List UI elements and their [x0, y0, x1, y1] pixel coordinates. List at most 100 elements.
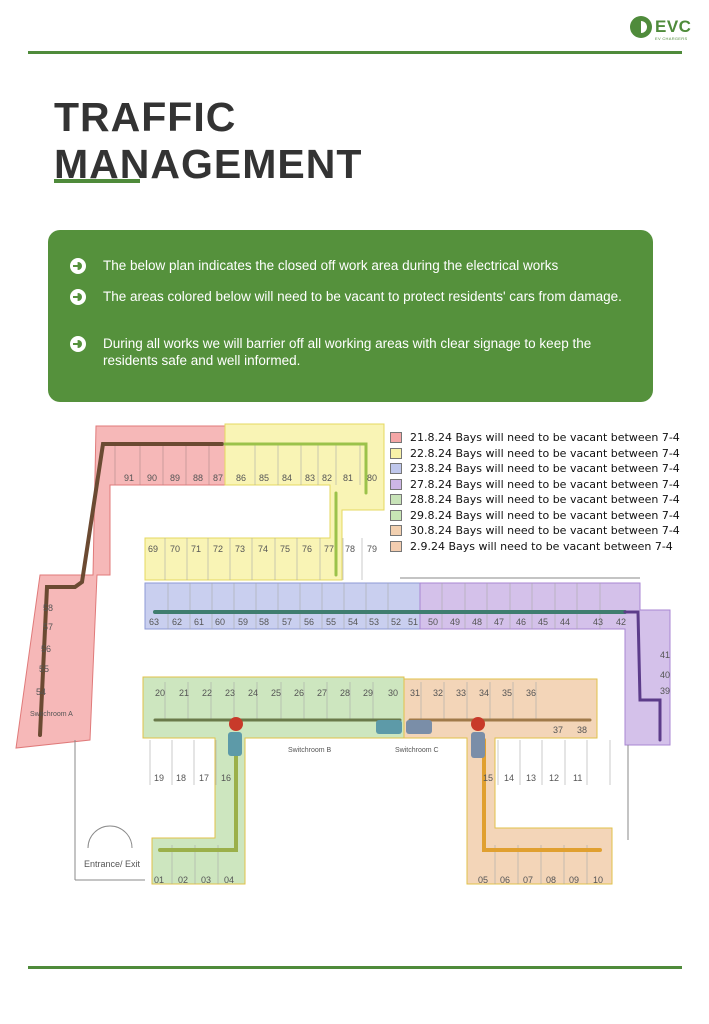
bay-label: 42 [616, 617, 626, 627]
bay-label: 83 [305, 473, 315, 483]
bay-label: 29 [363, 688, 373, 698]
bay-label: 26 [294, 688, 304, 698]
bay-label: 55 [39, 664, 49, 674]
meter-cabinet-icon [471, 732, 485, 758]
bay-label: 57 [43, 622, 53, 632]
evc-bullet-icon [70, 258, 86, 274]
zone-yellow [144, 423, 385, 581]
meter-cabinet-icon [406, 720, 432, 734]
bay-label: 04 [224, 875, 234, 885]
bay-label: 53 [369, 617, 379, 627]
bay-label: 36 [526, 688, 536, 698]
bay-label: 52 [391, 617, 401, 627]
bay-label: 73 [235, 544, 245, 554]
legend-item: 27.8.24 Bays will need to be vacant betw… [390, 477, 680, 493]
bay-label: 70 [170, 544, 180, 554]
bay-label: 09 [569, 875, 579, 885]
info-bullet: During all works we will barrier off all… [70, 335, 643, 369]
bay-label: 47 [494, 617, 504, 627]
plan-legend: 21.8.24 Bays will need to be vacant betw… [390, 430, 680, 554]
bay-label: 08 [546, 875, 556, 885]
meter-cabinet-icon [228, 732, 242, 756]
page-title: TRAFFIC MANAGEMENT [54, 94, 362, 188]
evc-logo: EVC EV CHARGERS [630, 14, 692, 46]
bay-label: 10 [593, 875, 603, 885]
evc-bullet-icon [70, 336, 86, 352]
bay-label: 76 [302, 544, 312, 554]
header-rule [28, 51, 682, 54]
bay-label: 35 [502, 688, 512, 698]
bay-label: 87 [213, 473, 223, 483]
bay-label: 48 [472, 617, 482, 627]
bay-label: 58 [259, 617, 269, 627]
info-bullet: The below plan indicates the closed off … [70, 257, 643, 274]
legend-swatch [390, 494, 402, 506]
bay-label: 23 [225, 688, 235, 698]
evc-bullet-icon [70, 289, 86, 305]
bay-label: 12 [549, 773, 559, 783]
meter-cabinet-icon [376, 720, 402, 734]
bay-label: 18 [176, 773, 186, 783]
bay-label: 82 [322, 473, 332, 483]
bay-label: 56 [304, 617, 314, 627]
bay-label: 01 [154, 875, 164, 885]
bay-label: 75 [280, 544, 290, 554]
legend-item: 30.8.24 Bays will need to be vacant betw… [390, 523, 680, 539]
switchroom-label: Switchroom C [395, 747, 439, 754]
bay-label: 55 [326, 617, 336, 627]
bay-label: 32 [433, 688, 443, 698]
footer-rule [28, 966, 682, 969]
logo-text: EVC [655, 17, 692, 36]
bay-label: 56 [41, 644, 51, 654]
evc-logo-icon [630, 16, 652, 38]
bay-label: 30 [388, 688, 398, 698]
bay-label: 61 [194, 617, 204, 627]
bay-label: 27 [317, 688, 327, 698]
bay-label: 16 [221, 773, 231, 783]
logo-subtext: EV CHARGERS [655, 36, 688, 41]
bay-label: 72 [213, 544, 223, 554]
bay-label: 05 [478, 875, 488, 885]
bay-label: 80 [367, 473, 377, 483]
legend-text: 30.8.24 Bays will need to be vacant betw… [410, 524, 680, 538]
bay-label: 89 [170, 473, 180, 483]
bay-label: 84 [282, 473, 292, 483]
legend-swatch [390, 540, 402, 552]
bay-label: 77 [324, 544, 334, 554]
legend-item: 28.8.24 Bays will need to be vacant betw… [390, 492, 680, 508]
switchroom-label: Switchroom B [288, 747, 332, 754]
bay-label: 90 [147, 473, 157, 483]
legend-item: 22.8.24 Bays will need to be vacant betw… [390, 446, 680, 462]
building-outline [74, 577, 640, 881]
bay-lines [114, 445, 210, 485]
legend-item: 29.8.24 Bays will need to be vacant betw… [390, 508, 680, 524]
bay-label: 49 [450, 617, 460, 627]
bay-label: 43 [593, 617, 603, 627]
bay-label: 20 [155, 688, 165, 698]
legend-item: 21.8.24 Bays will need to be vacant betw… [390, 430, 680, 446]
legend-text: 28.8.24 Bays will need to be vacant betw… [410, 493, 680, 507]
bay-label: 91 [124, 473, 134, 483]
distribution-board-icon [471, 717, 485, 731]
info-box: The below plan indicates the closed off … [48, 230, 653, 402]
bay-label: 54 [36, 687, 46, 697]
bay-label: 13 [526, 773, 536, 783]
bay-label: 07 [523, 875, 533, 885]
bay-label: 37 [553, 725, 563, 735]
bay-label: 57 [282, 617, 292, 627]
legend-swatch [390, 432, 402, 444]
legend-item: 2.9.24 Bays will need to be vacant betwe… [390, 539, 680, 555]
bay-label: 69 [148, 544, 158, 554]
legend-swatch [390, 463, 402, 475]
bay-label: 59 [238, 617, 248, 627]
switchroom-label: Switchroom A [30, 711, 73, 718]
legend-swatch [390, 525, 402, 537]
bay-label: 44 [560, 617, 570, 627]
title-underline [54, 179, 140, 183]
entrance-label: Entrance/ Exit [84, 859, 141, 869]
bay-label: 60 [215, 617, 225, 627]
bay-label: 54 [348, 617, 358, 627]
bay-label: 63 [149, 617, 159, 627]
bay-label: 58 [43, 603, 53, 613]
